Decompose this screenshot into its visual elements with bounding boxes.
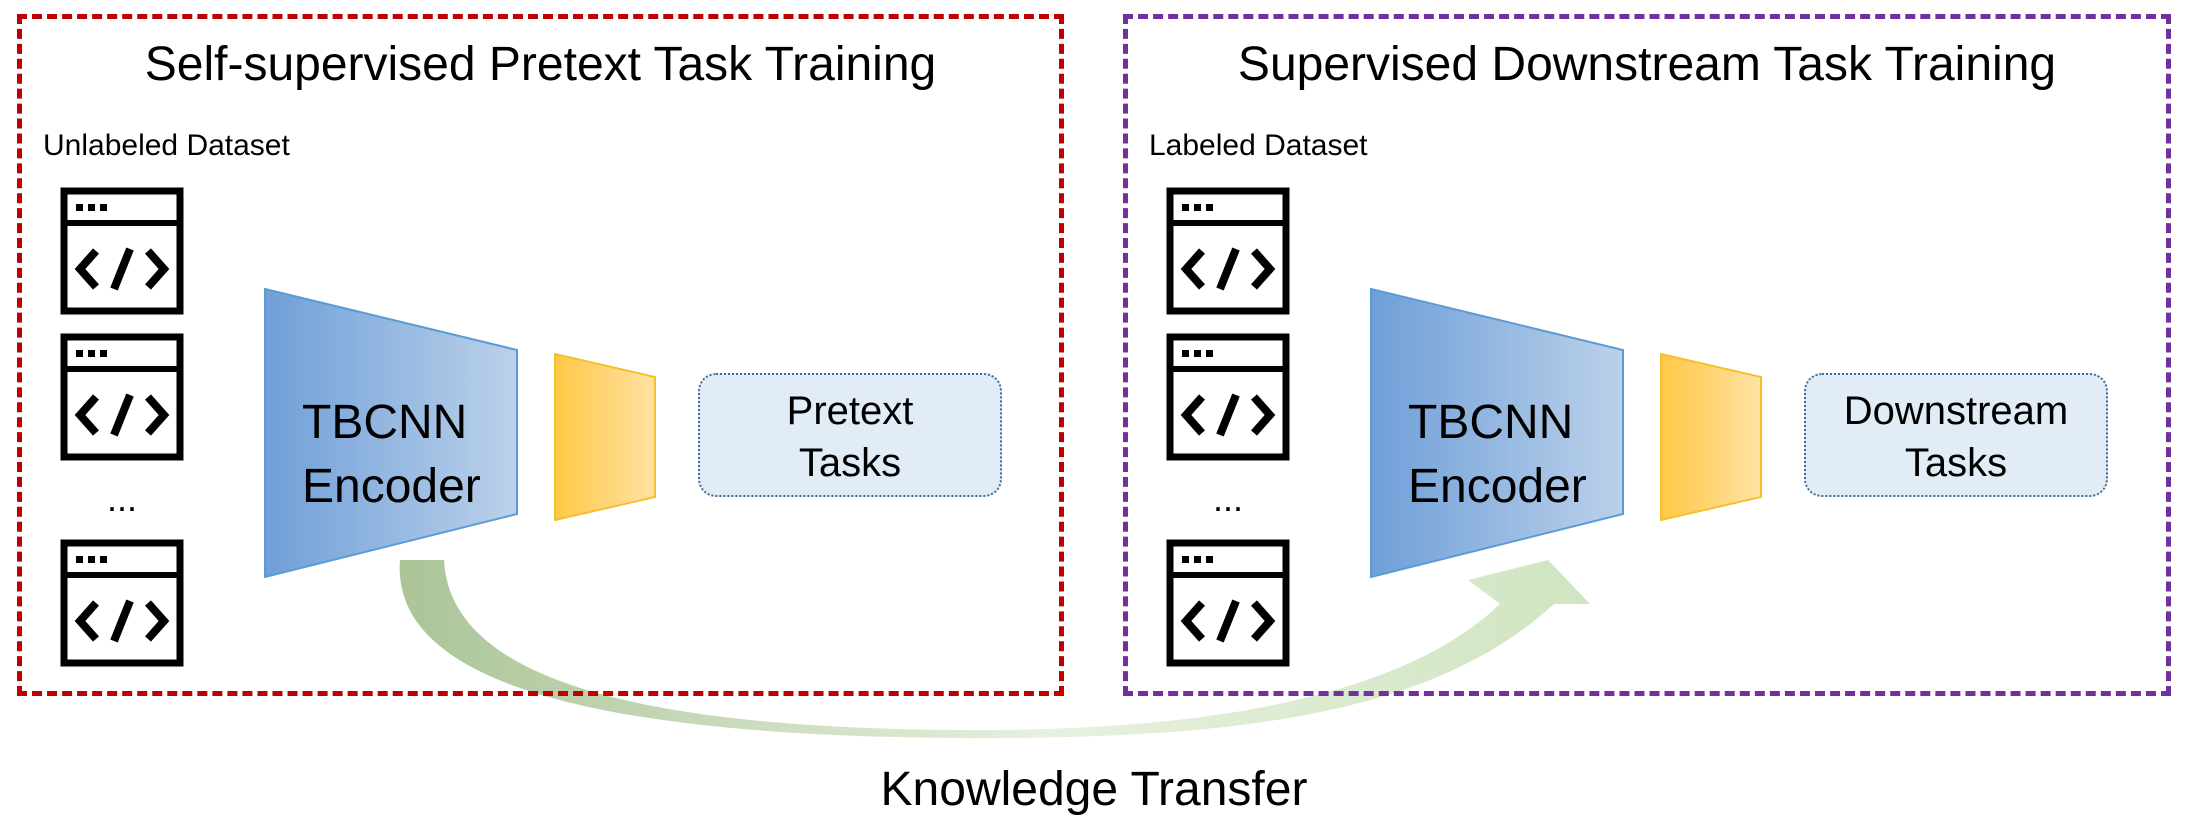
code-window-icon <box>60 539 184 667</box>
code-window-icon <box>1166 187 1290 315</box>
downstream-training-panel: Supervised Downstream Task Training Labe… <box>1123 14 2171 696</box>
task-label-line1: Downstream <box>1843 389 2069 433</box>
task-head-shape <box>1660 353 1762 521</box>
task-label-line1: Pretext <box>786 389 914 433</box>
dataset-label: Unlabeled Dataset <box>43 129 290 162</box>
panel-title: Self-supervised Pretext Task Training <box>144 38 937 91</box>
code-window-icon <box>60 187 184 315</box>
dataset-ellipsis: ... <box>1212 478 1243 519</box>
task-label-line2: Tasks <box>1904 441 2008 485</box>
task-head-shape <box>554 353 656 521</box>
knowledge-transfer-label: Knowledge Transfer <box>880 763 1308 816</box>
task-label-line2: Tasks <box>798 441 902 485</box>
code-window-icon <box>1166 539 1290 667</box>
code-window-icon <box>1166 333 1290 461</box>
dataset-label: Labeled Dataset <box>1149 129 1368 162</box>
panel-title: Supervised Downstream Task Training <box>1237 38 2057 91</box>
encoder-shape <box>264 288 518 578</box>
pretext-tasks-box: Pretext Tasks <box>698 373 1002 497</box>
encoder-shape <box>1370 288 1624 578</box>
encoder-label: TBCNN Encoder <box>1408 396 1587 513</box>
code-window-icon <box>60 333 184 461</box>
encoder-label: TBCNN Encoder <box>302 396 481 513</box>
dataset-ellipsis: ... <box>106 478 137 519</box>
downstream-tasks-box: Downstream Tasks <box>1804 373 2108 497</box>
pretext-training-panel: Self-supervised Pretext Task Training Un… <box>17 14 1064 696</box>
